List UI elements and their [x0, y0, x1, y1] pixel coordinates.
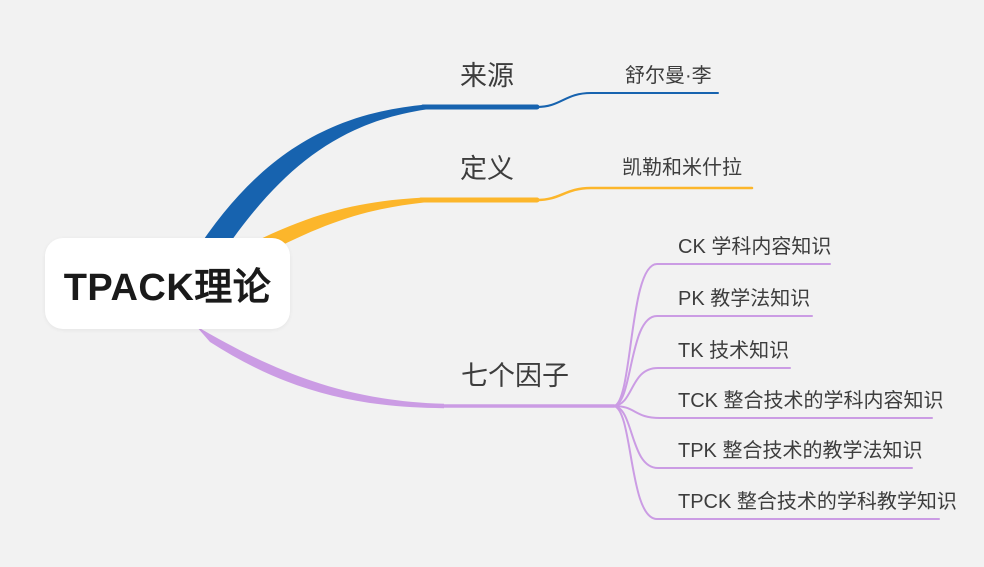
child-node-ck[interactable]: CK 学科内容知识: [678, 236, 832, 258]
child-connector-tk: [613, 367, 791, 407]
child-connector-shulmanli: [536, 92, 719, 108]
child-connector-tpck: [613, 405, 940, 520]
child-connector-kaile: [535, 186, 754, 202]
child-connector-ck: [613, 263, 831, 407]
branch-node-dingyi[interactable]: 定义: [460, 154, 514, 184]
child-connector-pk: [613, 315, 813, 407]
root-label: TPACK理论: [63, 267, 272, 309]
child-node-tpk[interactable]: TPK 整合技术的教学法知识: [678, 440, 923, 462]
branch-node-laiyuan[interactable]: 来源: [460, 61, 514, 91]
child-node-tck[interactable]: TCK 整合技术的学科内容知识: [678, 390, 944, 412]
root-node-tpack[interactable]: TPACK理论: [45, 238, 290, 329]
child-node-shulmanli[interactable]: 舒尔曼·李: [625, 65, 712, 87]
child-node-tpck[interactable]: TPCK 整合技术的学科教学知识: [678, 491, 957, 513]
child-connector-tpk: [613, 405, 913, 469]
child-node-kaile[interactable]: 凯勒和米什拉: [622, 157, 742, 179]
child-connector-tck: [613, 405, 933, 419]
branch-curve-qigeyinzi: [196, 326, 444, 409]
branch-node-qigeyinzi[interactable]: 七个因子: [461, 361, 569, 391]
child-node-tk[interactable]: TK 技术知识: [678, 340, 790, 362]
child-node-pk[interactable]: PK 教学法知识: [678, 288, 811, 310]
